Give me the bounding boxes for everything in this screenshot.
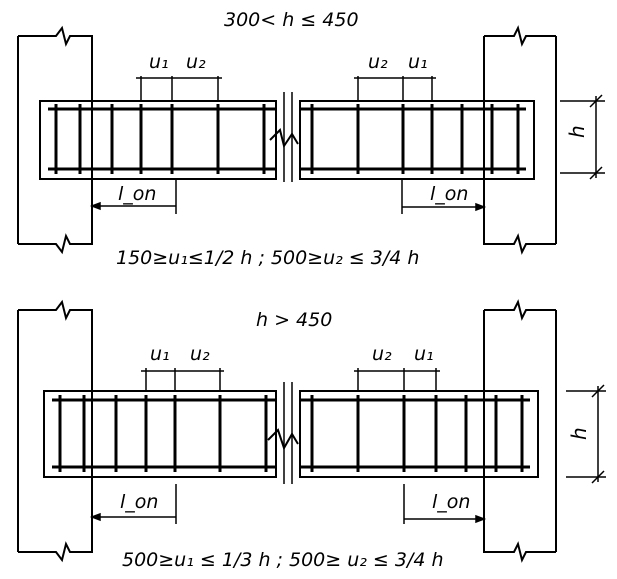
top-longitudinal-bars [48, 107, 526, 171]
top-rule-label: 150≥u₁≤1/2 h ; 500≥u₂ ≤ 3/4 h [116, 247, 419, 269]
bottom-longitudinal-bars [52, 398, 530, 469]
top-height-dim [560, 94, 605, 180]
bottom-rule-label: 500≥u₁ ≤ 1/3 h ; 500≥ u₂ ≤ 3/4 h [122, 549, 444, 571]
top-anchorage-left-label: l_on [118, 183, 156, 205]
bottom-spacing-u2-right: u₂ [372, 343, 392, 365]
top-spacing-u2-right: u₂ [368, 51, 388, 73]
top-right-column [483, 25, 557, 255]
top-anchorage-dims [89, 180, 487, 214]
bottom-anchorage-left-label: l_on [120, 491, 158, 513]
bottom-right-column [483, 299, 557, 563]
bottom-stirrups [58, 395, 524, 472]
bottom-anchorage-right-label: l_on [432, 491, 470, 513]
top-height-label: h [565, 125, 589, 138]
bottom-spacing-u1-left: u₁ [150, 343, 170, 365]
bottom-spacing-u1-right: u₁ [414, 343, 434, 365]
top-panel: 300< h ≤ 450 u₁ u₂ u₂ u₁ l_on l_on h 150… [17, 9, 605, 269]
bottom-height-dim [566, 384, 606, 484]
top-anchorage-right-label: l_on [430, 183, 468, 205]
top-spacing-u2-left: u₂ [186, 51, 206, 73]
top-spacing-dims [136, 76, 436, 100]
top-stirrups [54, 104, 520, 174]
top-beam [39, 92, 535, 182]
bottom-condition-label: h > 450 [256, 309, 332, 331]
bottom-anchorage-dims [89, 484, 487, 524]
bottom-panel: h > 450 u₁ u₂ u₂ u₁ l_on l_on h 500≥u₁ ≤… [17, 299, 606, 571]
top-condition-label: 300< h ≤ 450 [224, 9, 359, 31]
bottom-height-label: h [567, 427, 591, 440]
top-spacing-u1-left: u₁ [149, 51, 169, 73]
bottom-spacing-dims [141, 368, 440, 390]
bottom-left-column [17, 299, 93, 563]
bottom-beam [43, 382, 539, 484]
bottom-spacing-u2-left: u₂ [190, 343, 210, 365]
top-left-column [17, 25, 93, 255]
top-spacing-u1-right: u₁ [408, 51, 428, 73]
